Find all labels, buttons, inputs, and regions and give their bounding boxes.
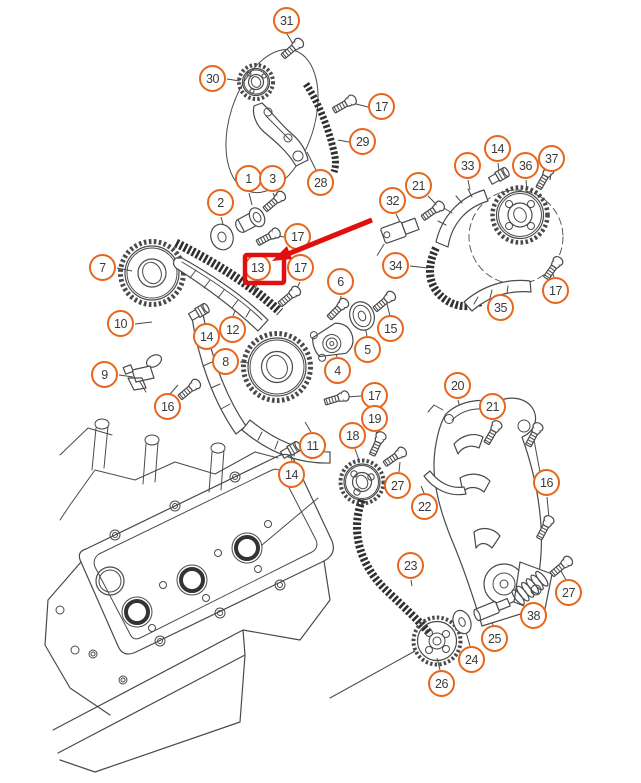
tensioner-rail-28: [252, 102, 309, 167]
spring-38: [511, 570, 549, 606]
callout-23: 23: [397, 552, 424, 579]
callout-21-b: 21: [479, 393, 506, 420]
callout-33: 33: [454, 152, 481, 179]
sprocket-8: [241, 331, 313, 403]
main-camshaft-assembly: [118, 188, 351, 464]
callout-14-c: 14: [484, 135, 511, 162]
callout-14-a: 14: [193, 323, 220, 350]
callout-25: 25: [481, 625, 508, 652]
bolt-17-b: [254, 225, 283, 249]
callout-30: 30: [199, 65, 226, 92]
guide-rail-33: [435, 188, 489, 248]
timing-chain-12: [173, 238, 284, 316]
callout-11: 11: [299, 432, 326, 459]
sealing-disc-5: [349, 301, 375, 331]
bolt-19: [366, 429, 389, 458]
callout-29: 29: [349, 128, 376, 155]
chain-tensioner-parts: [309, 288, 399, 362]
chain-29: [303, 82, 339, 174]
callout-6: 6: [327, 268, 354, 295]
bolt-27-b: [547, 553, 576, 580]
callout-20: 20: [444, 372, 471, 399]
callout-28: 28: [307, 169, 334, 196]
callout-3: 3: [259, 165, 286, 192]
retaining-clip-22: [423, 470, 467, 496]
callout-16-b: 16: [533, 469, 560, 496]
chain-23: [353, 498, 434, 637]
engine-block-art: [44, 418, 334, 773]
bolt-21-a: [419, 198, 447, 223]
right-camshaft-assembly: [376, 163, 566, 312]
callout-27-a: 27: [384, 472, 411, 499]
callout-13-highlighted: 13: [244, 254, 271, 281]
adjuster-piston-1: [235, 207, 266, 233]
sprocket-26: [411, 615, 463, 667]
callout-21-a: 21: [405, 172, 432, 199]
callout-36: 36: [512, 152, 539, 179]
washer-2: [210, 223, 234, 251]
bolt-17-c: [275, 283, 304, 310]
callout-34: 34: [382, 252, 409, 279]
bolt-31: [278, 35, 307, 62]
callout-18: 18: [339, 422, 366, 449]
callout-35: 35: [487, 294, 514, 321]
tensioner-plunger-25: [473, 597, 511, 622]
tensioner-housing-4: [309, 322, 354, 362]
callout-19: 19: [361, 405, 388, 432]
sprocket-18: [338, 458, 386, 506]
bolt-6: [324, 295, 352, 323]
callout-5: 5: [354, 336, 381, 363]
callout-4: 4: [324, 357, 351, 384]
callout-17-a: 17: [368, 93, 395, 120]
callout-17-c: 17: [287, 254, 314, 281]
bolt-17-d: [322, 389, 351, 408]
sprocket-36: [490, 185, 550, 245]
callout-8: 8: [212, 348, 239, 375]
callout-27-b: 27: [555, 579, 582, 606]
callout-17-e: 17: [542, 277, 569, 304]
washer-24: [452, 609, 472, 635]
callout-37: 37: [538, 145, 565, 172]
tensioner-arm-assembly: [329, 397, 576, 699]
bolt-16-a: [175, 376, 204, 403]
bolt-15: [370, 288, 399, 315]
callout-32: 32: [379, 187, 406, 214]
sprocket-30: [237, 63, 275, 101]
callout-16-a: 16: [154, 393, 181, 420]
callout-31: 31: [273, 7, 300, 34]
callout-24: 24: [458, 646, 485, 673]
callout-1: 1: [235, 165, 262, 192]
sprocket-7: [118, 239, 186, 307]
callout-15: 15: [377, 315, 404, 342]
callout-26: 26: [428, 670, 455, 697]
top-adjuster-assembly: [225, 35, 359, 194]
oil-spray-nozzle-9: [122, 354, 163, 393]
callout-17-b: 17: [284, 223, 311, 250]
callout-7: 7: [89, 254, 116, 281]
callout-9: 9: [91, 361, 118, 388]
callout-14-b: 14: [278, 461, 305, 488]
chain-tensioner-32: [376, 217, 420, 256]
callout-2: 2: [207, 189, 234, 216]
bolt-17-top: [330, 92, 359, 116]
callout-12: 12: [219, 316, 246, 343]
callout-22: 22: [411, 493, 438, 520]
callout-10: 10: [107, 310, 134, 337]
bolt-3: [260, 188, 289, 215]
guide-rail-13: [172, 257, 269, 332]
callout-38: 38: [520, 602, 547, 629]
bolt-27-a: [381, 444, 409, 469]
callout-17-d: 17: [361, 382, 388, 409]
